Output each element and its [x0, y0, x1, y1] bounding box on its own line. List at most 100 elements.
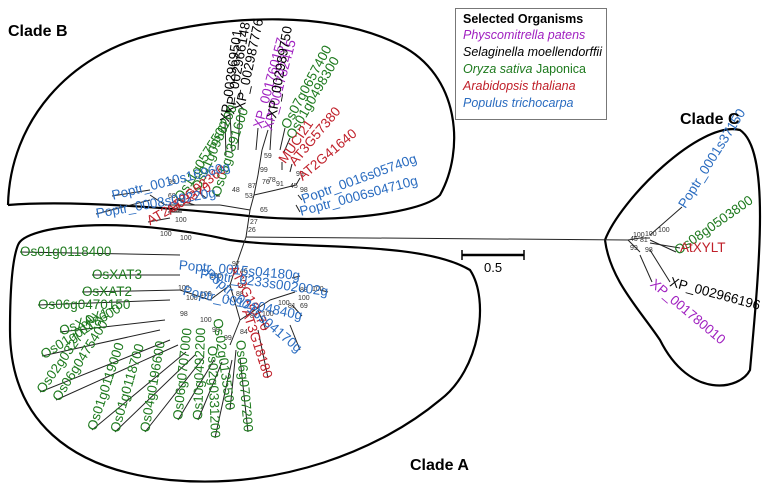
bootstrap-value: 99 — [296, 171, 304, 178]
bootstrap-value: 97 — [232, 261, 240, 268]
leaf-label: AtXYLT — [680, 240, 726, 255]
bootstrap-value: 78 — [268, 177, 276, 184]
bootstrap-value: 99 — [168, 179, 176, 186]
internal-branch — [149, 194, 166, 206]
bootstrap-value: 100 — [312, 286, 324, 293]
legend-item-arabidopsis: Arabidopsis thaliana — [463, 78, 599, 95]
bootstrap-value: 46 — [240, 268, 248, 275]
leaf-branch — [41, 329, 161, 357]
leaf-branch — [319, 289, 329, 293]
leaf-branch — [114, 354, 196, 433]
legend-item-physcomitrella: Physcomitrella patens — [463, 27, 599, 44]
leaf-branch — [37, 299, 171, 306]
leaf-label: Os06g0707200 — [233, 339, 256, 432]
leaf-branch — [649, 206, 683, 236]
leaf-branch — [39, 339, 171, 393]
leaf-branch — [289, 324, 301, 351]
internal-branch — [229, 319, 241, 346]
bootstrap-value: 100 — [178, 285, 190, 292]
bootstrap-value: 100 — [633, 232, 645, 239]
bootstrap-value: 100 — [200, 291, 212, 298]
scale-bar-label: 0.5 — [484, 260, 502, 275]
legend-item-selaginella: Selaginella moellendorffii — [463, 44, 602, 61]
bootstrap-value: 87 — [248, 183, 256, 190]
internal-branch — [229, 259, 239, 286]
leaf-branch — [257, 309, 267, 331]
internal-branch — [257, 149, 263, 176]
leaf-branch — [55, 344, 179, 401]
bootstrap-value: 28 — [238, 283, 246, 290]
leaf-branch — [255, 127, 259, 151]
leaf-labels: XP_001760157XP_001782415XP_002987776XP_0… — [20, 17, 762, 438]
legend-item-oryza: Oryza sativa Japonica — [463, 61, 599, 78]
legend-item-name: Populus trichocarpa — [463, 96, 574, 110]
bootstrap-value: 26 — [248, 227, 256, 234]
bootstrap-value: 88 — [236, 291, 244, 298]
legend-title: Selected Organisms — [463, 12, 584, 26]
leaf-branch — [214, 359, 233, 439]
leaf-label: Os01g0118400 — [20, 244, 111, 259]
leaf-branch — [269, 117, 273, 151]
bootstrap-value: 98 — [180, 311, 188, 318]
bootstrap-value: 81 — [288, 303, 296, 310]
leaf-branch — [91, 351, 187, 431]
leaf-label: OsXAT3 — [92, 267, 142, 282]
leaf-branch — [649, 249, 671, 283]
clade-b-outline — [6, 18, 456, 221]
leaf-branch — [295, 204, 301, 213]
legend-item-name: Physcomitrella patens — [463, 28, 586, 42]
bootstrap-value: 100 — [200, 317, 212, 324]
bootstrap-value: 27 — [240, 276, 248, 283]
leaf-branch — [81, 289, 181, 293]
bootstrap-value: 100 — [180, 235, 192, 242]
internal-branch — [209, 284, 231, 301]
bootstrap-value: 48 — [232, 187, 240, 194]
leaf-label: OsXAT2 — [82, 284, 132, 299]
tree-branches — [19, 109, 683, 439]
bootstrap-value: 87 — [250, 313, 258, 320]
bootstrap-value: 65 — [260, 207, 268, 214]
bootstrap-value: 100 — [658, 227, 670, 234]
leaf-branch — [144, 356, 205, 433]
internal-branch — [239, 299, 271, 321]
internal-branch — [249, 194, 255, 211]
leaf-branch — [639, 254, 653, 283]
leaf-branch — [279, 127, 286, 151]
bootstrap-value: 99 — [630, 245, 638, 252]
bootstrap-value: 69 — [168, 193, 176, 200]
leaf-branch — [195, 189, 207, 199]
internal-branch — [269, 291, 296, 301]
leaf-branch — [229, 349, 237, 411]
internal-branch — [245, 209, 251, 238]
leaf-branch — [257, 329, 269, 379]
clade-c-title: Clade C — [680, 111, 740, 128]
bootstrap-value: 99 — [224, 335, 232, 342]
internal-branch — [237, 236, 247, 261]
internal-branch — [219, 204, 251, 211]
bootstrap-value: 99 — [260, 167, 268, 174]
internal-branch — [627, 237, 641, 241]
leaf-branch — [291, 304, 303, 317]
internal-branch — [229, 284, 241, 321]
bootstrap-value: 100 — [645, 231, 657, 238]
leaf-branch — [59, 319, 166, 333]
bootstrap-value: 100 — [210, 273, 222, 280]
bootstrap-value: 98 — [300, 187, 308, 194]
bootstrap-value: 84 — [240, 329, 248, 336]
organism-legend: Selected Organisms Physcomitrella patens… — [455, 8, 607, 120]
bootstrap-value: 81 — [640, 237, 648, 244]
internal-branch — [253, 174, 259, 196]
leaf-branch — [197, 361, 223, 421]
legend-item-populus: Populus trichocarpa — [463, 95, 599, 112]
clade-a-title: Clade A — [410, 457, 469, 474]
bootstrap-value: 59 — [264, 153, 272, 160]
clade-a-outline — [8, 224, 482, 483]
internal-branch — [179, 289, 211, 301]
leaf-branch — [239, 357, 249, 433]
bootstrap-value: 27 — [250, 219, 258, 226]
bootstrap-value: 100 — [160, 231, 172, 238]
leaf-branch — [261, 129, 269, 151]
bootstrap-value: 100 — [175, 217, 187, 224]
clade-b-title: Clade B — [8, 23, 68, 40]
